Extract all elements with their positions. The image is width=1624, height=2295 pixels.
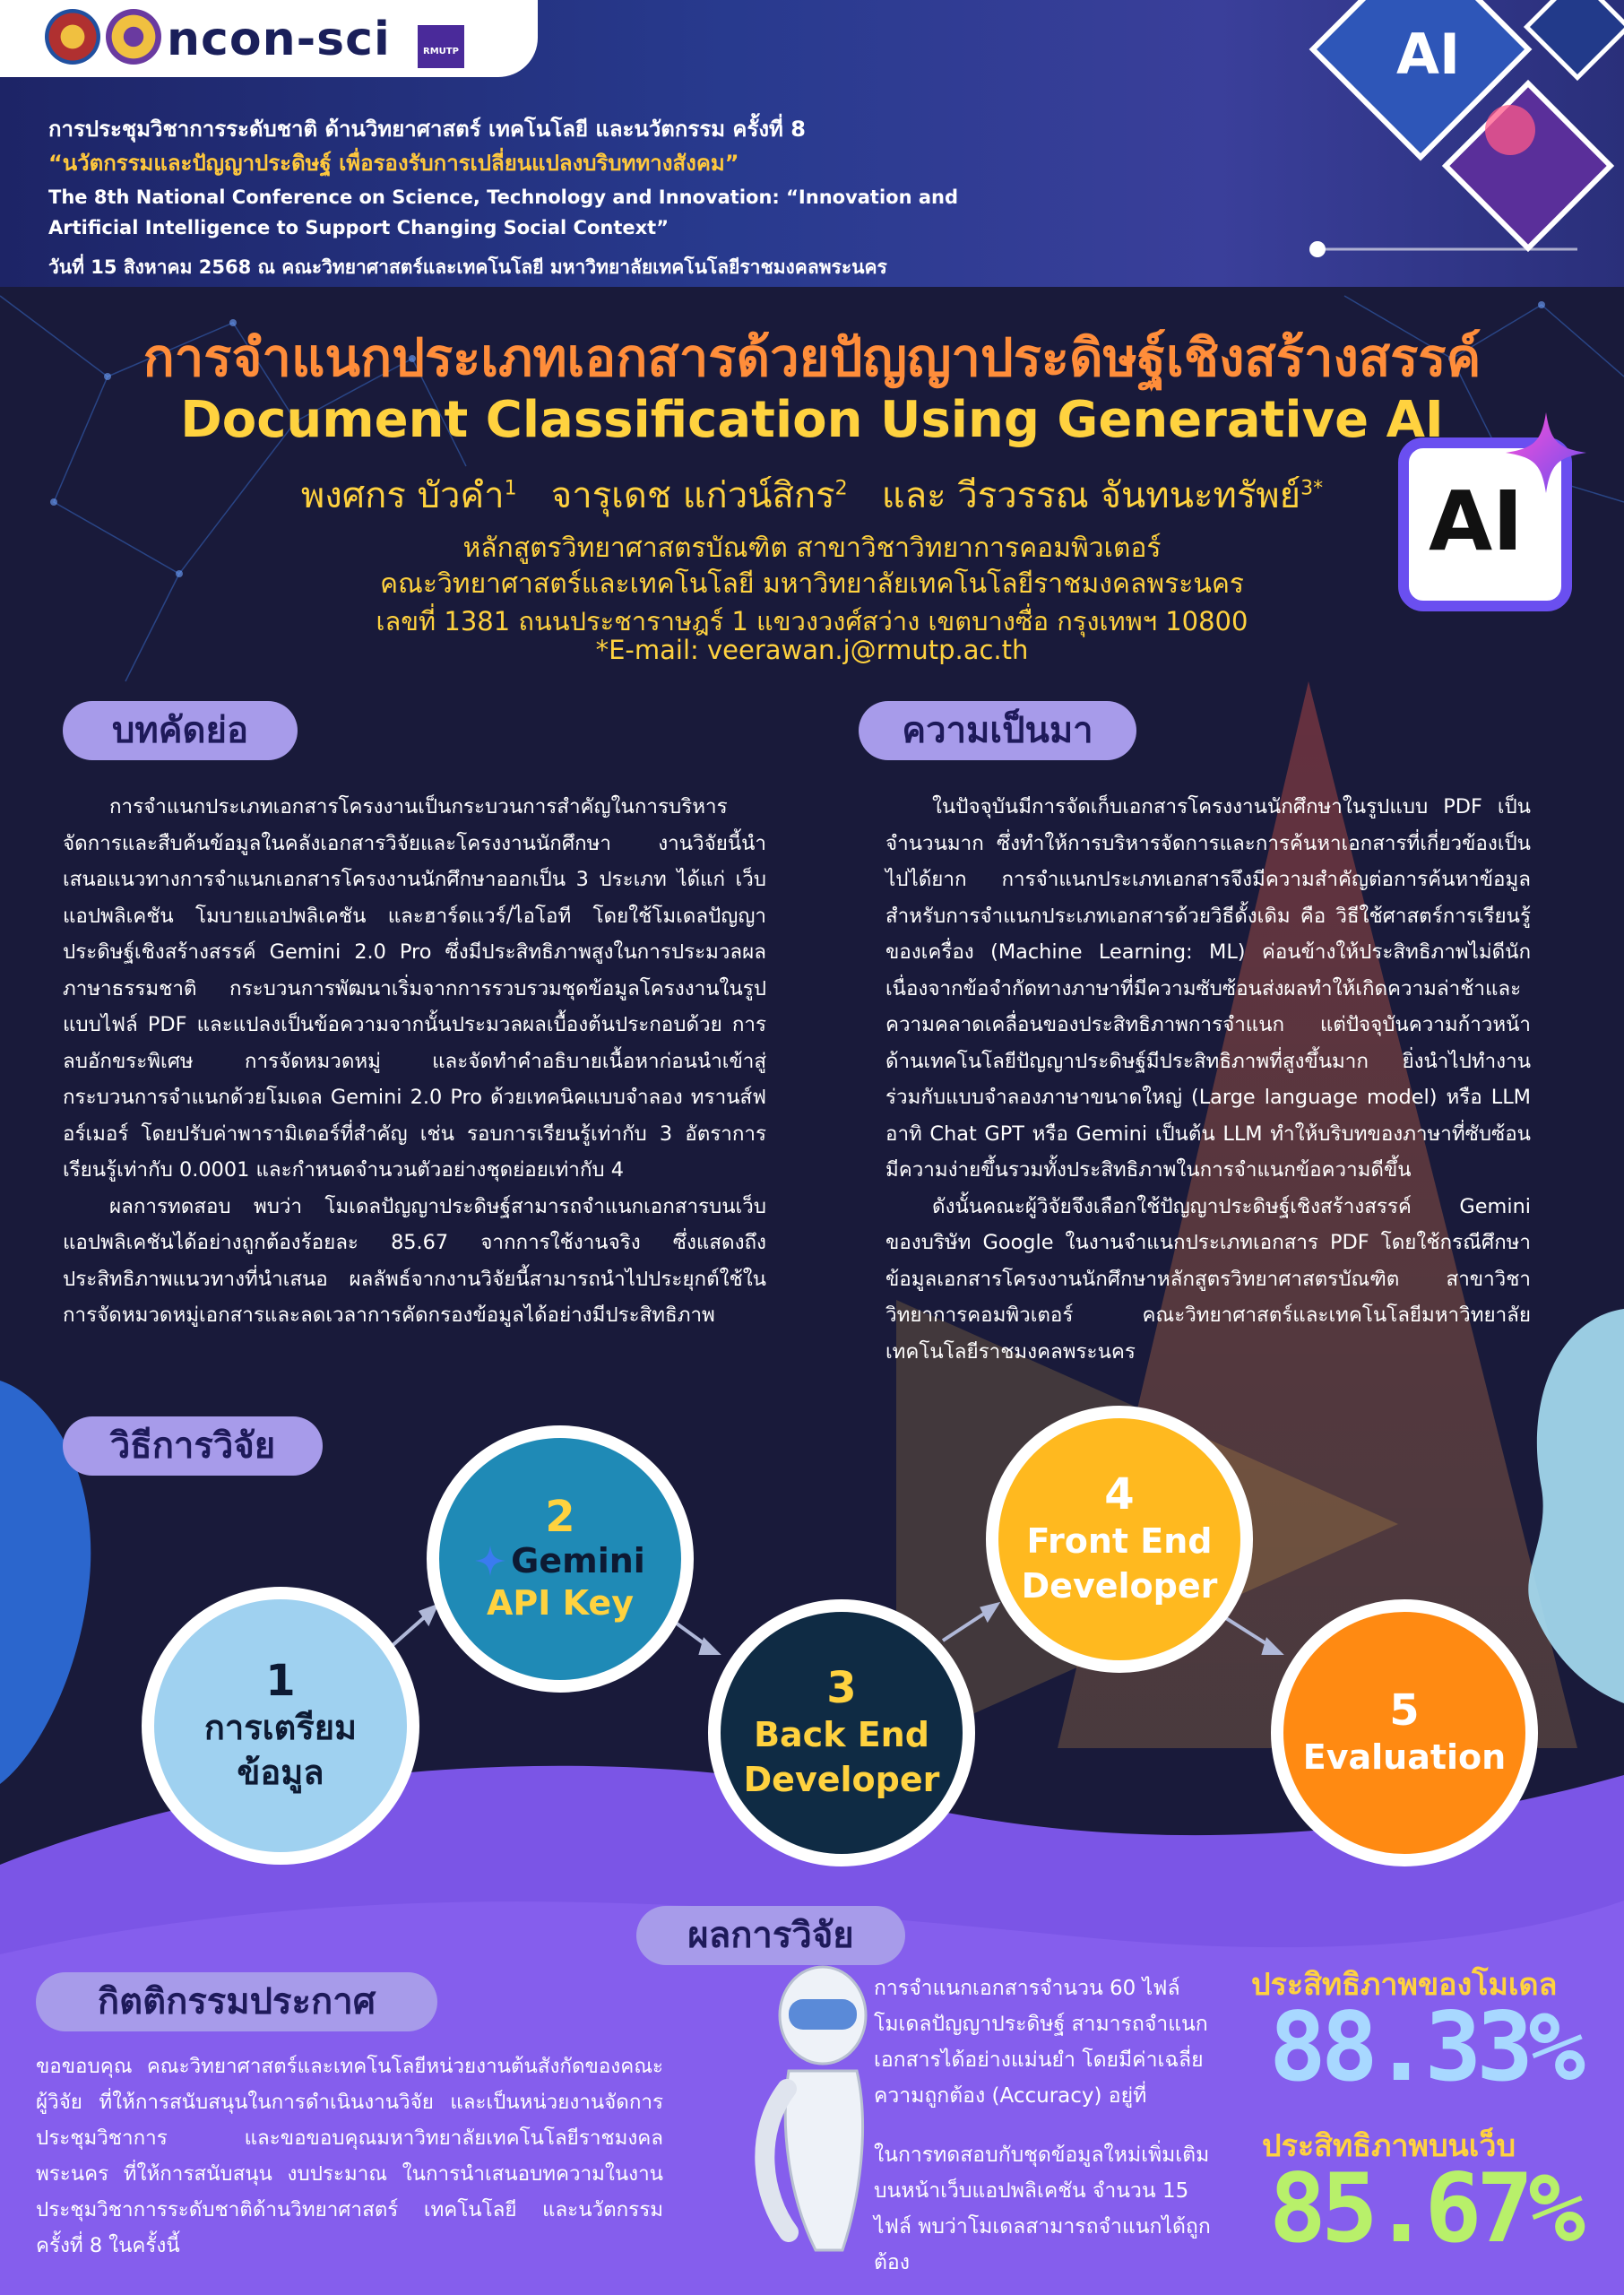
author-1-affil: 1 [504, 477, 517, 500]
paper-title-en: Document Classification Using Generative… [180, 391, 1444, 449]
ai-logo-text: AI [1429, 473, 1524, 569]
web-performance-value: 85.67% [1269, 2153, 1585, 2264]
university-seal-icon [45, 9, 100, 65]
background-section: ในปัจจุบันมีการจัดเก็บเอกสารโครงงานนักศึ… [885, 789, 1531, 1370]
author-and: และ [881, 475, 946, 516]
step-5-number: 5 [1389, 1685, 1420, 1736]
step-4-number: 4 [1104, 1469, 1135, 1520]
method-step-3: 3 Back End Developer [708, 1599, 975, 1866]
background-heading: ความเป็นมา [859, 701, 1136, 760]
results-text-2: ในการทดสอบกับชุดข้อมูลใหม่เพิ่มเติมบนหน้… [874, 2143, 1211, 2274]
ai-header-graphic [1309, 0, 1624, 257]
step-3-number: 3 [826, 1663, 857, 1713]
step-3-label-2: Developer [743, 1760, 940, 1799]
author-3: วีรวรรณ จันทนะทรัพย์ [957, 475, 1301, 516]
acknowledgement-text: ขอขอบคุณ คณะวิทยาศาสตร์และเทคโนโลยีหน่วย… [36, 2055, 663, 2257]
step-4-label: Front End [1026, 1521, 1213, 1561]
results-heading: ผลการวิจัย [636, 1906, 905, 1965]
gemini-logo-text: Gemini [511, 1541, 645, 1581]
rmutp-logo: RMUTP [418, 25, 464, 68]
affiliation-address: เลขที่ 1381 ถนนประชาราษฎร์ 1 แขวงวงศ์สว่… [376, 606, 1248, 637]
method-heading: วิธีการวิจัย [63, 1416, 323, 1476]
affiliation-program: หลักสูตรวิทยาศาสตรบัณฑิต สาขาวิชาวิทยากา… [462, 533, 1162, 564]
conference-name-en-2: Artificial Intelligence to Support Chang… [48, 217, 669, 238]
step-3-label: Back End [754, 1715, 929, 1754]
step-4-label-2: Developer [1021, 1566, 1218, 1606]
method-step-2: 2 Gemini API Key [427, 1425, 694, 1693]
step-1-number: 1 [265, 1656, 296, 1706]
web-performance-label: ประสิทธิภาพบนเว็บ [1262, 2128, 1516, 2164]
step-5-label: Evaluation [1302, 1737, 1507, 1777]
gemini-star-icon [475, 1546, 506, 1576]
conference-date-venue: วันที่ 15 สิงหาคม 2568 ณ คณะวิทยาศาสตร์แ… [48, 256, 887, 278]
author-2-affil: 2 [834, 477, 848, 500]
robot-illustration [755, 1965, 868, 2252]
author-list: พงศกร บัวคำ1 จารุเดช แก่วน์สิกร2 และ วีร… [0, 466, 1624, 524]
faculty-seal-icon [106, 9, 161, 65]
model-performance-label: ประสิทธิภาพของโมเดล [1251, 1967, 1558, 2003]
step-2-label: API Key [487, 1583, 634, 1623]
abstract-section: การจำแนกประเภทเอกสารโครงงานเป็นกระบวนการ… [63, 789, 766, 1334]
method-step-5: 5 Evaluation [1271, 1599, 1538, 1866]
conference-name-en-1: The 8th National Conference on Science, … [48, 186, 959, 208]
abstract-paragraph-1: การจำแนกประเภทเอกสารโครงงานเป็นกระบวนการ… [63, 795, 766, 1182]
background-paragraph-1: ในปัจจุบันมีการจัดเก็บเอกสารโครงงานนักศึ… [885, 795, 1531, 1182]
gemini-logo: Gemini [475, 1541, 645, 1581]
author-2: จารุเดช แก่วน์สิกร [550, 475, 835, 516]
abstract-heading: บทคัดย่อ [63, 701, 298, 760]
conference-name-th: การประชุมวิชาการระดับชาติ ด้านวิทยาศาสตร… [48, 117, 806, 142]
model-performance-value: 88.33% [1269, 1992, 1585, 2102]
method-step-1: 1 การเตรียม ข้อมูล [142, 1587, 419, 1865]
ncon-sci-logo: ncon-sci [167, 13, 391, 66]
step-2-number: 2 [545, 1492, 575, 1542]
abstract-paragraph-2: ผลการทดสอบ พบว่า โมเดลปัญญาประดิษฐ์สามาร… [63, 1194, 766, 1328]
author-3-affil: 3* [1300, 477, 1324, 500]
step-1-label-2: ข้อมูล [237, 1753, 324, 1792]
results-text-1: การจำแนกเอกสารจำนวน 60 ไฟล์ โมเดลปัญญาปร… [874, 1977, 1208, 2108]
sparkle-icon [1506, 412, 1586, 493]
background-paragraph-2: ดังนั้นคณะผู้วิจัยจึงเลือกใช้ปัญญาประดิษ… [885, 1194, 1531, 1364]
affiliation-email: *E-mail: veerawan.j@rmutp.ac.th [595, 635, 1029, 665]
header-ai-badge: AI [1396, 22, 1461, 87]
affiliation-faculty: คณะวิทยาศาสตร์และเทคโนโลยี มหาวิทยาลัยเท… [379, 568, 1245, 600]
acknowledgement-heading: กิตติกรรมประกาศ [36, 1972, 437, 2031]
paper-title-th: การจำแนกประเภทเอกสารด้วยปัญญาประดิษฐ์เชิ… [143, 327, 1481, 388]
conference-theme-th: “นวัตกรรมและปัญญาประดิษฐ์ เพื่อรองรับการ… [48, 151, 739, 176]
author-1: พงศกร บัวคำ [300, 475, 505, 516]
method-step-4: 4 Front End Developer [986, 1406, 1253, 1673]
step-1-label: การเตรียม [203, 1708, 358, 1747]
